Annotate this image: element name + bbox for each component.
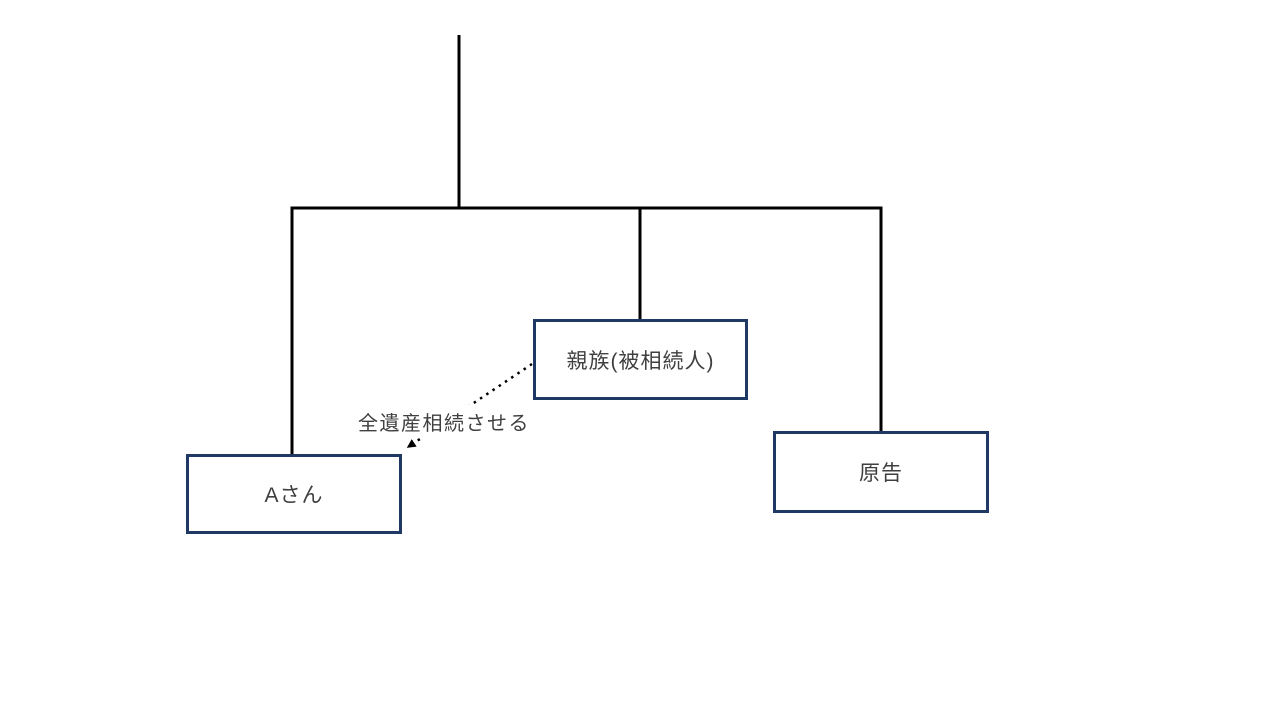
inheritance-dotted-arrow <box>406 362 533 449</box>
node-relative-decedent: 親族(被相続人) <box>533 319 748 400</box>
tree-rail-line <box>290 206 883 454</box>
node-person-a-label: Aさん <box>264 484 324 507</box>
node-plaintiff: 原告 <box>773 431 989 513</box>
node-person-a: Aさん <box>186 454 402 534</box>
inheritance-arrow-label: 全遺産相続させる <box>354 405 534 438</box>
node-relative-decedent-label: 親族(被相続人) <box>566 349 715 373</box>
node-plaintiff-label: 原告 <box>859 462 903 485</box>
